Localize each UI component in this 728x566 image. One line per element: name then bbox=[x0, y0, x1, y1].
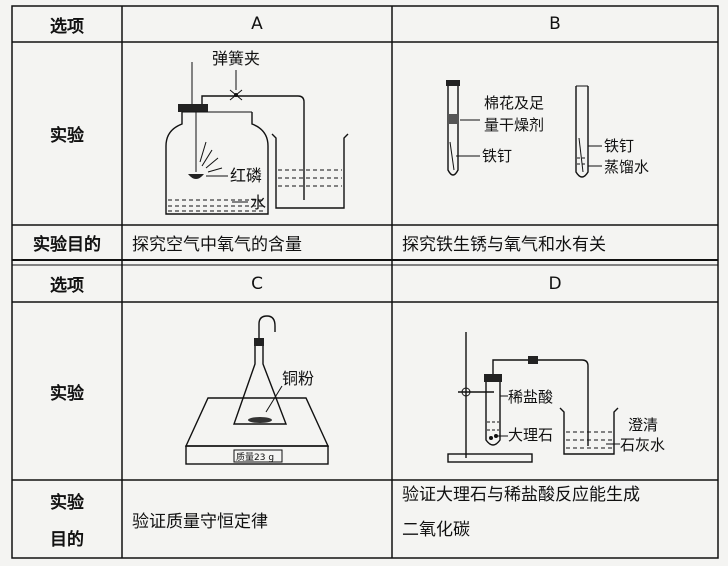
goal-a: 探究空气中氧气的含量 bbox=[132, 235, 302, 255]
label-copper-powder: 铜粉 bbox=[282, 369, 314, 388]
label-desiccant: 量干燥剂 bbox=[484, 116, 544, 134]
label-nail-right: 铁钉 bbox=[604, 137, 634, 155]
option-c-header: C bbox=[251, 273, 263, 294]
experiment1-label: 实验 bbox=[50, 126, 84, 146]
goal-d: 验证大理石与稀盐酸反应能生成 二氧化碳 bbox=[392, 480, 718, 558]
option-a-header: A bbox=[251, 14, 263, 34]
header2-label: 选项 bbox=[50, 276, 84, 296]
label-marble: 大理石 bbox=[508, 426, 553, 444]
label-limewater-1: 澄清 bbox=[628, 416, 658, 434]
label-spring-clip: 弹簧夹 bbox=[212, 49, 260, 68]
label-distilled-water: 蒸馏水 bbox=[604, 158, 649, 176]
label-limewater-2: 石灰水 bbox=[620, 436, 665, 454]
experiment2-label: 实验 bbox=[50, 383, 84, 404]
goal-c: 验证质量守恒定律 bbox=[132, 511, 268, 532]
label-cotton: 棉花及足 bbox=[484, 94, 544, 112]
goal-b: 探究铁生锈与氧气和水有关 bbox=[402, 235, 606, 255]
goal-d-line1: 验证大理石与稀盐酸反应能生成 bbox=[402, 485, 640, 505]
option-b-header: B bbox=[549, 14, 561, 34]
label-nail-left: 铁钉 bbox=[482, 147, 512, 165]
figure-b-iron-rust: 棉花及足 量干燥剂 铁钉 铁钉 蒸馏水 bbox=[446, 80, 649, 178]
label-water: 水 bbox=[250, 193, 266, 212]
scale-display: 质量23 g bbox=[236, 451, 274, 463]
figure-c-mass-conservation: 质量23 g 铜粉 bbox=[184, 315, 330, 465]
figure-a-oxygen-content: 弹簧夹 红磷 水 bbox=[165, 49, 349, 215]
goal1-label: 实验目的 bbox=[33, 235, 101, 255]
goal-d-line2: 二氧化碳 bbox=[402, 520, 470, 540]
goal2-label: 实验 目的 bbox=[12, 480, 122, 558]
option-d-header: D bbox=[548, 273, 562, 294]
figure-d-marble-hcl: 稀盐酸 大理石 澄清 石灰水 bbox=[447, 332, 665, 463]
label-hcl: 稀盐酸 bbox=[508, 388, 553, 406]
header1-label: 选项 bbox=[50, 16, 84, 37]
goal2-label-line1: 实验 bbox=[50, 493, 84, 513]
label-red-phosphorus: 红磷 bbox=[230, 166, 262, 185]
goal2-label-line2: 目的 bbox=[50, 530, 84, 550]
